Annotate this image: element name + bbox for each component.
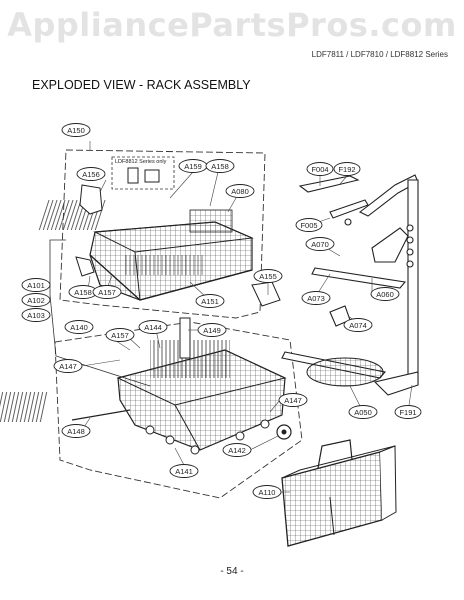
callouts: A150 A156 A159 A158 A080 A101 A102 A103 …: [21, 123, 422, 499]
callout-A157-lower: A157: [105, 328, 135, 342]
callout-F005: F005: [295, 218, 323, 232]
svg-text:A150: A150: [67, 126, 85, 135]
svg-text:F191: F191: [399, 408, 416, 417]
callout-F191: F191: [394, 405, 422, 419]
page-title: EXPLODED VIEW - RACK ASSEMBLY: [32, 78, 251, 92]
callout-A073: A073: [301, 291, 331, 305]
watermark: AppliancePartsPros.com: [7, 6, 457, 44]
lower-rack: [116, 317, 287, 455]
left-bracket: [49, 239, 151, 387]
svg-text:A080: A080: [231, 187, 249, 196]
svg-text:A110: A110: [259, 488, 276, 497]
callout-A158-upper: A158: [205, 159, 235, 173]
callout-A157-upper: A157: [92, 285, 122, 299]
note-text: LDF8812 Series only: [115, 159, 167, 165]
callout-A142: A142: [222, 443, 252, 457]
callout-A149: A149: [197, 323, 227, 337]
callout-A080: A080: [225, 184, 255, 198]
callout-A151: A151: [195, 294, 225, 308]
svg-text:A155: A155: [259, 272, 277, 281]
svg-text:A060: A060: [376, 290, 394, 299]
callout-A159: A159: [178, 159, 208, 173]
callout-A144: A144: [138, 320, 168, 334]
svg-text:A142: A142: [228, 446, 246, 455]
svg-text:A102: A102: [27, 296, 45, 305]
svg-text:A050: A050: [354, 408, 372, 417]
callout-A156: A156: [76, 167, 106, 181]
callout-A101: A101: [21, 278, 51, 292]
page-number: - 54 -: [220, 566, 244, 577]
svg-text:A148: A148: [67, 427, 85, 436]
rack-adjuster-part: [79, 184, 103, 215]
callout-A103: A103: [21, 308, 51, 322]
callout-A102: A102: [21, 293, 51, 307]
callout-A110: A110: [252, 485, 282, 499]
svg-text:A074: A074: [349, 321, 367, 330]
callout-A074: A074: [343, 318, 373, 332]
svg-text:F192: F192: [338, 165, 355, 174]
callout-A158-lower: A158: [68, 285, 98, 299]
svg-text:A158: A158: [211, 162, 229, 171]
svg-text:A147: A147: [59, 362, 77, 371]
svg-text:F005: F005: [300, 221, 317, 230]
svg-text:A070: A070: [311, 240, 329, 249]
upper-rack-boundary: [59, 149, 266, 319]
callout-F192: F192: [333, 162, 361, 176]
callout-A050: A050: [348, 405, 378, 419]
svg-text:A140: A140: [70, 323, 88, 332]
spray-system: [281, 174, 419, 396]
svg-text:A157: A157: [111, 331, 129, 340]
svg-text:A147: A147: [284, 396, 302, 405]
svg-text:A156: A156: [82, 170, 100, 179]
callout-A060: A060: [370, 287, 400, 301]
callout-A147-right: A147: [278, 393, 308, 407]
callout-F004: F004: [306, 162, 334, 176]
callout-A147-left: A147: [53, 359, 83, 373]
callout-A155: A155: [253, 269, 283, 283]
svg-text:A073: A073: [307, 294, 325, 303]
svg-text:A141: A141: [175, 467, 193, 476]
note-parts: [127, 167, 160, 184]
tine-row-part: [0, 392, 131, 422]
model-series: LDF7811 / LDF7810 / LDF8812 Series: [311, 50, 448, 59]
svg-text:A101: A101: [27, 281, 45, 290]
upper-rack: [37, 200, 254, 301]
callout-A070: A070: [305, 237, 335, 251]
roller-part: [251, 281, 281, 307]
callout-A140: A140: [64, 320, 94, 334]
svg-text:A158: A158: [74, 288, 92, 297]
callout-A150: A150: [61, 123, 91, 137]
clip-part: [75, 256, 95, 277]
svg-text:F004: F004: [311, 165, 328, 174]
cutlery-basket: [281, 439, 397, 547]
callout-A141: A141: [169, 464, 199, 478]
svg-text:A159: A159: [184, 162, 202, 171]
callout-A148: A148: [61, 424, 91, 438]
svg-text:A151: A151: [201, 297, 219, 306]
svg-text:A157: A157: [98, 288, 116, 297]
svg-text:A144: A144: [144, 323, 162, 332]
spray-arm-lower: [306, 357, 384, 387]
svg-text:A103: A103: [27, 311, 45, 320]
svg-text:A149: A149: [203, 326, 221, 335]
note-box: [111, 156, 175, 190]
